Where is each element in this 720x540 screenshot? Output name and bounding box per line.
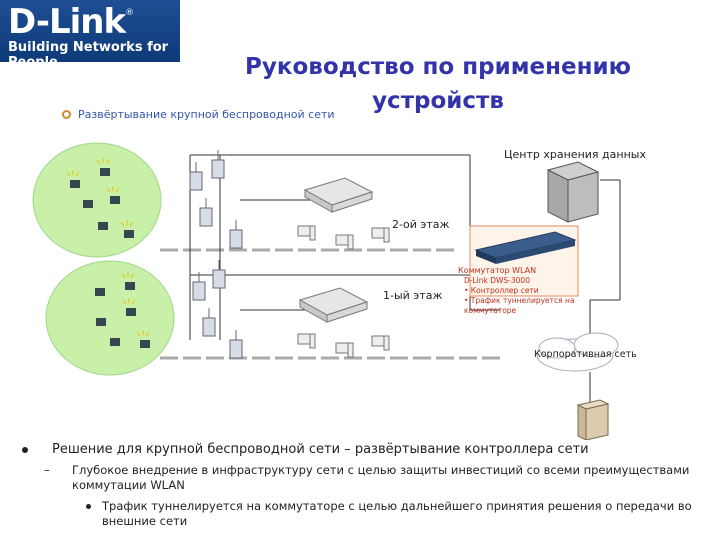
floor-1-switch xyxy=(298,287,369,323)
wireless-signal-icons-area-1 xyxy=(121,272,150,337)
datacenter-rack-icon xyxy=(546,161,600,223)
bullet-sub: –Глубокое внедрение в инфраструктуру сет… xyxy=(44,463,690,492)
bullet-main: Решение для крупной беспроводной сети – … xyxy=(22,442,702,457)
bullet-list: Решение для крупной беспроводной сети – … xyxy=(22,442,702,529)
wireless-signal-icons-area-2 xyxy=(66,158,134,227)
floor-2-label: 2-ой этаж xyxy=(392,218,450,231)
network-diagram xyxy=(32,142,621,440)
datacenter-label: Центр хранения данных xyxy=(504,148,646,161)
access-points-floor-2 xyxy=(189,150,243,249)
corporate-network-label: Корпоративная сеть xyxy=(534,349,637,360)
switch-line-1: Коммутатор WLAN xyxy=(458,266,537,275)
desktops-floor-1 xyxy=(297,333,390,358)
subtitle: Развёртывание крупной беспроводной сети xyxy=(62,108,335,121)
wireless-area-2 xyxy=(32,142,162,258)
switch-line-3: • Контроллер сети xyxy=(464,286,539,295)
desktops-floor-2 xyxy=(297,225,390,250)
bullet-subsub: Трафик туннелируется на коммутаторе с це… xyxy=(22,499,702,529)
logo-tagline: Building Networks for People xyxy=(8,40,169,70)
laptops-area-1 xyxy=(95,282,150,348)
floor-1-label: 1-ый этаж xyxy=(383,289,443,302)
wlan-switch-device xyxy=(469,225,579,297)
bullet-dot-icon xyxy=(22,447,28,453)
logo-brand: D-Link® xyxy=(8,2,134,42)
floor-2-switch xyxy=(303,177,374,213)
wlan-switch-caption: Коммутатор WLAN D-Link DWS-3000 • Контро… xyxy=(458,266,588,316)
dash-icon: – xyxy=(44,463,50,477)
switch-line-4: • Трафик туннелируется на коммутаторе xyxy=(464,296,575,315)
page-title: Руководство по применению устройств xyxy=(245,54,631,114)
bullet-dot-icon xyxy=(86,504,91,509)
dlink-logo: D-Link® Building Networks for People xyxy=(0,0,180,70)
switch-line-2: D-Link DWS-3000 xyxy=(464,276,530,285)
access-points-floor-1 xyxy=(192,260,243,359)
server-tower-icon xyxy=(576,399,610,440)
wireless-area-1 xyxy=(45,260,175,376)
corporate-network-cloud xyxy=(536,332,619,372)
bullet-ring-icon xyxy=(62,110,71,119)
laptops-area-2 xyxy=(70,168,134,238)
